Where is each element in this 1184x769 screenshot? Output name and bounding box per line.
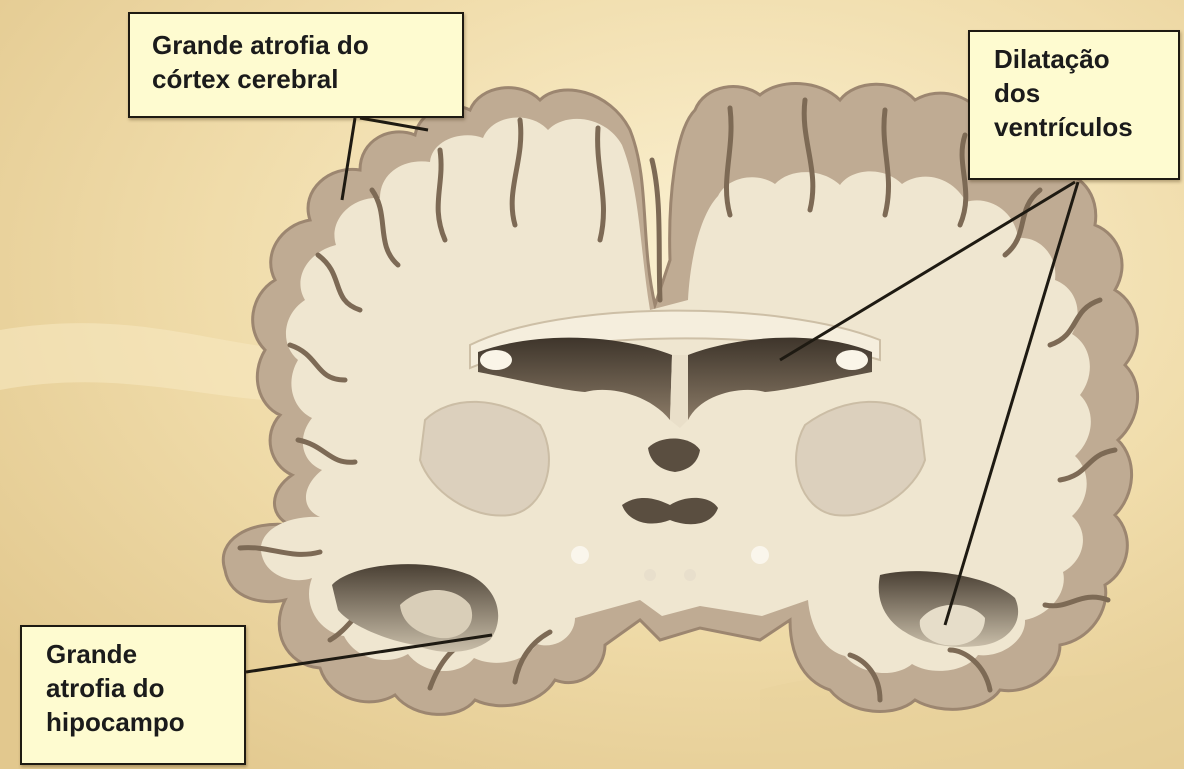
anatomy-detail-dot	[751, 546, 769, 564]
septum-pellucidum	[670, 355, 688, 428]
anatomy-detail-dot	[684, 569, 696, 581]
ventricle-highlight	[836, 350, 868, 370]
label-ventricle-dilation: Dilatação dos ventrículos	[968, 30, 1180, 180]
label-hippocampus-atrophy: Grande atrofia do hipocampo	[20, 625, 246, 765]
anatomy-detail-dot	[644, 569, 656, 581]
ventricle-highlight	[480, 350, 512, 370]
anatomy-detail-dot	[571, 546, 589, 564]
label-cortex-atrophy: Grande atrofia do córtex cerebral	[128, 12, 464, 118]
